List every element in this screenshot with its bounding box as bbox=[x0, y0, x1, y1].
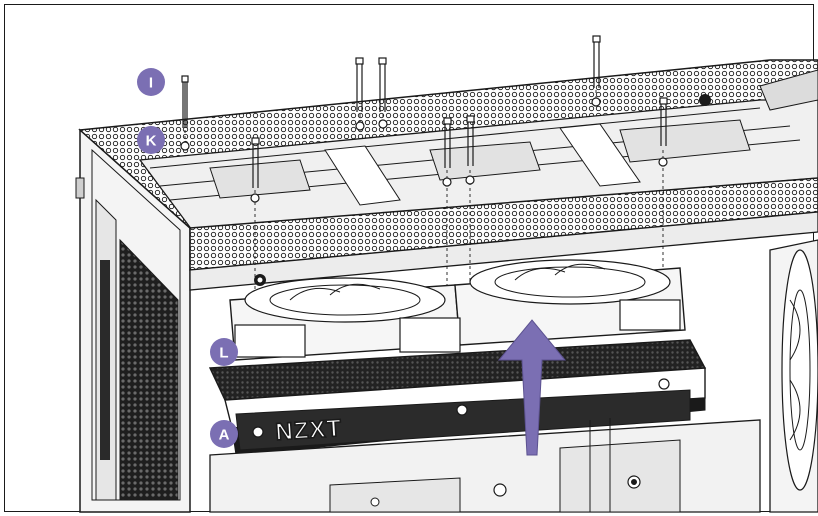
screw-icon bbox=[592, 35, 601, 88]
screw-icon bbox=[443, 117, 452, 168]
up-arrow-icon bbox=[497, 319, 567, 456]
top-panel bbox=[78, 59, 818, 291]
callout-L-label: L bbox=[219, 345, 228, 362]
screw-set bbox=[180, 35, 668, 290]
screw-icon bbox=[355, 57, 364, 112]
callout-I: I bbox=[137, 68, 165, 96]
callout-K-label: K bbox=[146, 133, 157, 150]
callout-L: L bbox=[210, 338, 238, 366]
brand-logo: NZXT bbox=[275, 415, 343, 446]
case-left-panel bbox=[75, 128, 191, 513]
fan-assembly bbox=[229, 259, 686, 361]
radiator: NZXT bbox=[208, 339, 707, 456]
case-right-panel bbox=[769, 239, 818, 513]
top-front-mesh-band bbox=[189, 177, 818, 271]
callout-I-label: I bbox=[149, 75, 153, 92]
screw-icon bbox=[659, 97, 668, 146]
callout-A: A bbox=[210, 420, 238, 448]
callout-K: K bbox=[137, 126, 165, 154]
screw-icon bbox=[378, 57, 387, 112]
lower-chassis bbox=[209, 418, 761, 513]
screw-icon bbox=[466, 115, 475, 166]
screw-icon bbox=[181, 75, 189, 128]
screw-icon bbox=[251, 137, 260, 188]
callout-A-label: A bbox=[219, 427, 230, 444]
front-mesh bbox=[119, 238, 179, 501]
